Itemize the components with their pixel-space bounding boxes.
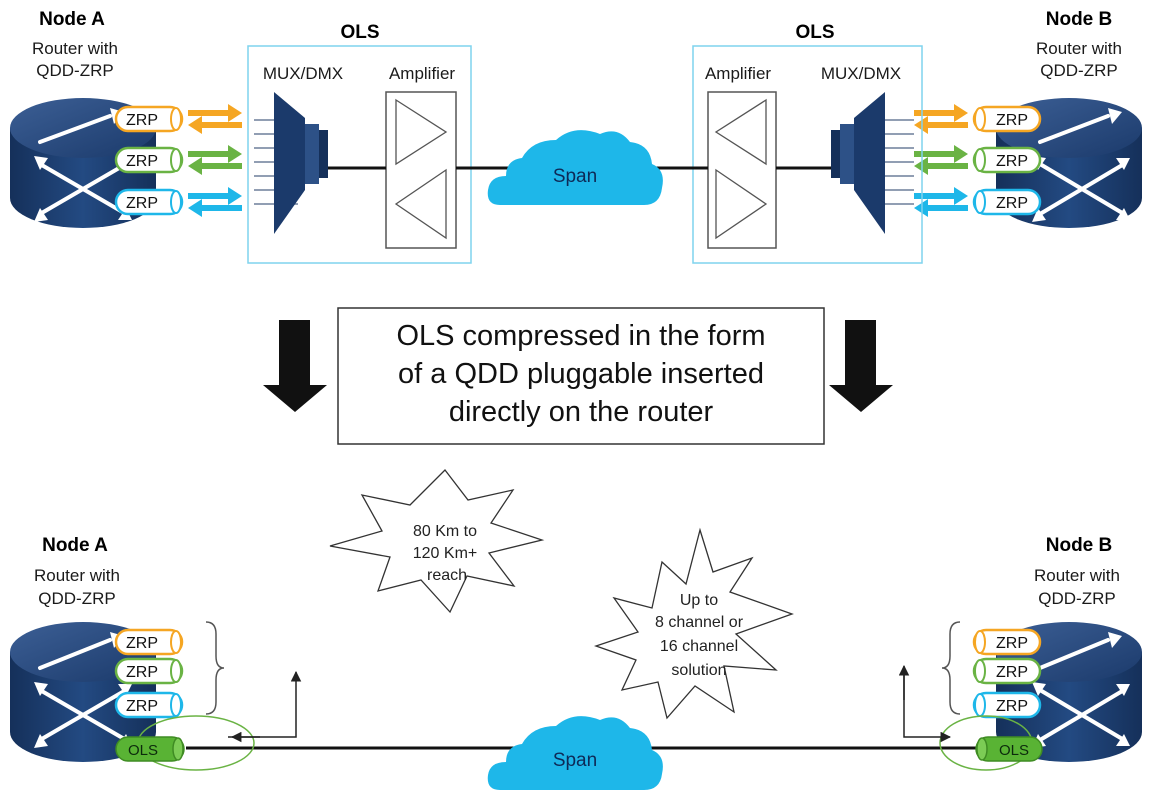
top-node-b-name: Node B bbox=[1046, 9, 1113, 30]
bottom-brace-right-icon bbox=[941, 621, 961, 715]
bottom-node-a-name: Node A bbox=[42, 535, 108, 556]
top-zrp-a-2: ZRP bbox=[114, 146, 184, 174]
bottom-elbow-arrow-right-icon bbox=[898, 664, 952, 743]
bottom-zrp-a-3: ZRP bbox=[114, 691, 184, 719]
top-amplifier-icon-left bbox=[385, 91, 457, 249]
top-span-cloud-icon: Span bbox=[487, 130, 663, 205]
svg-text:ZRP: ZRP bbox=[126, 664, 158, 681]
bottom-zrp-group-b: ZRP ZRP ZRP bbox=[972, 628, 1042, 719]
bottom-ols-pluggable-b: OLS bbox=[939, 715, 1043, 771]
top-node-a-desc-1: Router with bbox=[32, 39, 118, 58]
top-ols-left: OLS MUX/DMX Amplifier bbox=[247, 22, 472, 264]
bottom-node-b-name: Node B bbox=[1046, 535, 1113, 556]
bottom-zrp-a-2: ZRP bbox=[114, 657, 184, 685]
top-mux-icon-right bbox=[831, 92, 885, 234]
bottom-zrp-b-2: ZRP bbox=[972, 657, 1042, 685]
svg-text:ZRP: ZRP bbox=[996, 112, 1028, 129]
svg-text:ZRP: ZRP bbox=[996, 635, 1028, 652]
bottom-node-b-desc-2: QDD-ZRP bbox=[1038, 589, 1115, 608]
top-amplifier-icon-right bbox=[707, 91, 777, 249]
svg-text:ZRP: ZRP bbox=[126, 112, 158, 129]
top-zrp-b-1: ZRP bbox=[972, 105, 1042, 133]
bottom-zrp-b-1: ZRP bbox=[972, 628, 1042, 656]
top-zrp-b-2: ZRP bbox=[972, 146, 1042, 174]
svg-text:ZRP: ZRP bbox=[126, 153, 158, 170]
compression-callout-box: OLS compressed in the form of a QDD plug… bbox=[337, 307, 825, 445]
bottom-span-label: Span bbox=[553, 750, 597, 771]
reach-line-3: reach bbox=[427, 567, 467, 584]
channels-line-3: 16 channel bbox=[660, 638, 738, 655]
top-ols-right-amp-label: Amplifier bbox=[705, 64, 771, 83]
bottom-brace-left-icon bbox=[205, 621, 225, 715]
svg-text:ZRP: ZRP bbox=[996, 195, 1028, 212]
callout-line-3: directly on the router bbox=[449, 396, 714, 428]
bottom-node-a-label: Node A Router with QDD-ZRP bbox=[34, 535, 120, 608]
channel-starburst-callout: Up to 8 channel or 16 channel solution bbox=[593, 527, 794, 720]
bottom-ols-a-label: OLS bbox=[128, 742, 158, 759]
down-arrow-left-icon bbox=[263, 320, 327, 412]
channels-line-1: Up to bbox=[680, 592, 718, 609]
top-node-a-name: Node A bbox=[39, 9, 105, 30]
top-zrp-b-3: ZRP bbox=[972, 188, 1042, 216]
channels-line-2: 8 channel or bbox=[655, 614, 744, 631]
top-node-a-label: Node A Router with QDD-ZRP bbox=[32, 9, 118, 80]
reach-line-1: 80 Km to bbox=[413, 523, 477, 540]
top-mux-icon-left bbox=[274, 92, 328, 234]
bottom-node-a-desc-1: Router with bbox=[34, 566, 120, 585]
top-node-b-desc-1: Router with bbox=[1036, 39, 1122, 58]
top-node-a-desc-2: QDD-ZRP bbox=[36, 61, 113, 80]
top-zrp-group-a: ZRP ZRP ZRP bbox=[114, 105, 184, 216]
top-bidirectional-arrows-a bbox=[188, 104, 242, 217]
reach-line-2: 120 Km+ bbox=[413, 545, 477, 562]
top-ols-left-title: OLS bbox=[340, 22, 379, 43]
svg-text:ZRP: ZRP bbox=[126, 195, 158, 212]
bottom-ols-pluggable-a: OLS bbox=[115, 715, 255, 771]
top-ols-right-mux-label: MUX/DMX bbox=[821, 64, 901, 83]
svg-text:ZRP: ZRP bbox=[126, 698, 158, 715]
down-arrow-right-icon bbox=[829, 320, 893, 412]
callout-line-1: OLS compressed in the form bbox=[396, 320, 765, 352]
channels-line-4: solution bbox=[671, 662, 726, 679]
bottom-zrp-group-a: ZRP ZRP ZRP bbox=[114, 628, 184, 719]
top-span-label: Span bbox=[553, 166, 597, 187]
top-zrp-a-1: ZRP bbox=[114, 105, 184, 133]
bottom-node-a-desc-2: QDD-ZRP bbox=[38, 589, 115, 608]
top-ols-left-amp-label: Amplifier bbox=[389, 64, 455, 83]
callout-line-2: of a QDD pluggable inserted bbox=[398, 358, 764, 390]
svg-text:ZRP: ZRP bbox=[996, 698, 1028, 715]
top-ols-right-title: OLS bbox=[795, 22, 834, 43]
bottom-node-b-label: Node B Router with QDD-ZRP bbox=[1034, 535, 1120, 608]
bottom-elbow-arrow-left-icon bbox=[228, 670, 302, 743]
svg-text:ZRP: ZRP bbox=[126, 635, 158, 652]
bottom-zrp-a-1: ZRP bbox=[114, 628, 184, 656]
top-bidirectional-arrows-b bbox=[914, 104, 968, 217]
reach-starburst-callout: 80 Km to 120 Km+ reach bbox=[329, 469, 545, 614]
top-node-b-desc-2: QDD-ZRP bbox=[1040, 61, 1117, 80]
top-zrp-group-b: ZRP ZRP ZRP bbox=[972, 105, 1042, 216]
top-ols-left-mux-label: MUX/DMX bbox=[263, 64, 343, 83]
top-node-b-label: Node B Router with QDD-ZRP bbox=[1036, 9, 1122, 80]
bottom-ols-b-label: OLS bbox=[999, 742, 1029, 759]
svg-text:ZRP: ZRP bbox=[996, 664, 1028, 681]
top-ols-right: OLS Amplifier MUX/DMX bbox=[692, 22, 923, 264]
bottom-zrp-b-3: ZRP bbox=[972, 691, 1042, 719]
bottom-node-b-desc-1: Router with bbox=[1034, 566, 1120, 585]
svg-text:ZRP: ZRP bbox=[996, 153, 1028, 170]
bottom-span-cloud-icon: Span bbox=[487, 716, 663, 790]
top-zrp-a-3: ZRP bbox=[114, 188, 184, 216]
